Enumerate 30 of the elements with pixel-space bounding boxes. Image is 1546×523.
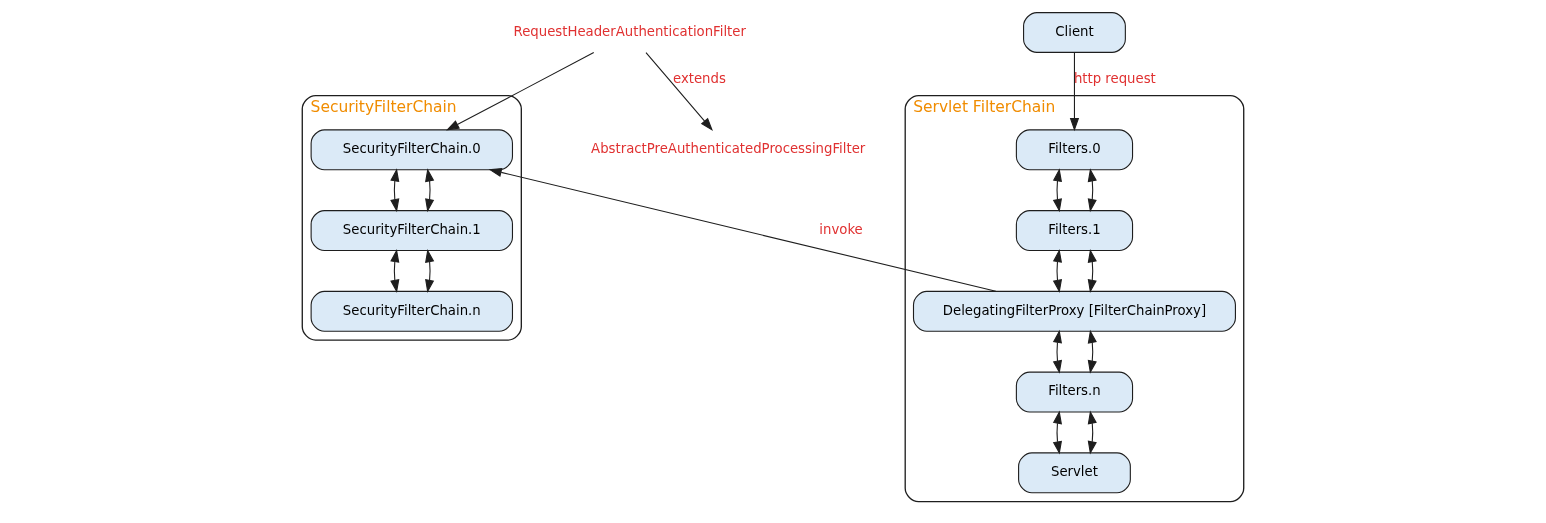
edge-label: invoke: [819, 221, 863, 237]
node-text: RequestHeaderAuthenticationFilter: [513, 23, 746, 39]
arrow: [1052, 329, 1062, 374]
arrow: [390, 168, 400, 213]
arrow: [425, 168, 435, 213]
arrow: [1052, 249, 1062, 293]
node-box: Filters.1: [1015, 210, 1134, 251]
arrow: [1087, 168, 1097, 213]
node-box: Filters.0: [1015, 129, 1134, 171]
node-box: SecurityFilterChain.n: [310, 290, 514, 332]
arrow: [488, 167, 997, 292]
arrow: [1052, 410, 1062, 455]
arrow: [1087, 410, 1097, 455]
arrow: [425, 249, 435, 293]
arrow: [1052, 168, 1062, 213]
node-box: Client: [1023, 12, 1126, 53]
node-box: SecurityFilterChain.1: [310, 210, 514, 251]
edge-label: http request: [1073, 70, 1156, 86]
node-box: SecurityFilterChain.0: [310, 129, 514, 171]
arrow: [645, 52, 713, 131]
node-text: AbstractPreAuthenticatedProcessingFilter: [591, 141, 866, 157]
node-box: DelegatingFilterProxy [FilterChainProxy]: [912, 290, 1236, 332]
node-box: Servlet: [1018, 452, 1131, 494]
arrow: [390, 249, 400, 293]
arrow: [1069, 52, 1080, 132]
arrow: [446, 52, 595, 131]
arrow: [1087, 249, 1097, 293]
arrow: [1087, 329, 1097, 374]
edge-label: extends: [672, 70, 726, 86]
node-box: Filters.n: [1015, 371, 1134, 413]
